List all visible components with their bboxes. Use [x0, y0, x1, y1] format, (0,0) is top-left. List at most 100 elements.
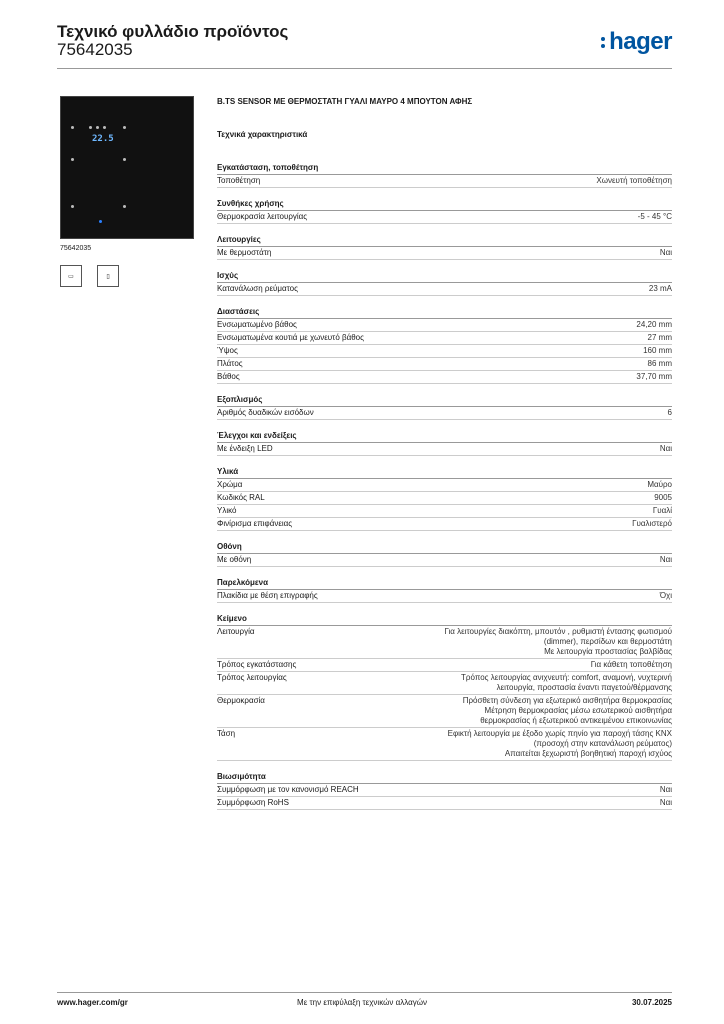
- spec-value: Ναι: [659, 444, 672, 453]
- spec-row: Ενσωματωμένο βάθος 24,20 mm: [217, 319, 672, 332]
- spec-label: Τρόπος εγκατάστασης: [217, 660, 297, 669]
- spec-row: Χρώμα Μαύρο: [217, 479, 672, 492]
- spec-value: 86 mm: [647, 359, 672, 368]
- spec-row: Με οθόνη Ναι: [217, 554, 672, 567]
- spec-label: Θερμοκρασία λειτουργίας: [217, 212, 308, 221]
- spec-value: 24,20 mm: [636, 320, 672, 329]
- spec-label: Συμμόρφωση RoHS: [217, 798, 289, 807]
- spec-value: 6: [667, 408, 672, 417]
- spec-content: B.TS SENSOR ΜΕ ΘΕΡΜΟΣΤΑΤΗ ΓΥΑΛΙ ΜΑΥΡΟ 4 …: [217, 92, 672, 810]
- spec-row: Με ένδειξη LED Ναι: [217, 443, 672, 456]
- spec-value: Χωνευτή τοποθέτηση: [596, 176, 672, 185]
- spec-label: Υλικό: [217, 506, 237, 515]
- spec-label: Κατανάλωση ρεύματος: [217, 284, 298, 293]
- section-title: Εγκατάσταση, τοποθέτηση: [217, 161, 672, 175]
- spec-row: Τρόπος εγκατάστασης Για κάθετη τοποθέτηση: [217, 659, 672, 672]
- spec-value: 160 mm: [643, 346, 672, 355]
- spec-value: Εφικτή λειτουργία με έξοδο χωρίς πηνίο γ…: [447, 729, 672, 758]
- spec-value: Για κάθετη τοποθέτηση: [590, 660, 672, 669]
- document-title: Τεχνικό φυλλάδιο προϊόντος: [57, 22, 289, 41]
- spec-label: Πλακίδια με θέση επιγραφής: [217, 591, 318, 600]
- install-icon: ▭: [60, 265, 82, 287]
- spec-row: Ύψος 160 mm: [217, 345, 672, 358]
- spec-row: Τάση Εφικτή λειτουργία με έξοδο χωρίς πην…: [217, 728, 672, 761]
- footer-note: Με την επιφύλαξη τεχνικών αλλαγών: [297, 998, 427, 1007]
- spec-row: Τρόπος λειτουργίας Τρόπος λειτουργίας ανι…: [217, 672, 672, 695]
- spec-value: Γυαλιστερό: [632, 519, 672, 528]
- spec-row: Πλάτος 86 mm: [217, 358, 672, 371]
- section-title: Λειτουργίες: [217, 233, 672, 247]
- spec-value: Πρόσθετη σύνδεση για εξωτερικό αισθητήρα…: [462, 696, 672, 725]
- spec-label: Με ένδειξη LED: [217, 444, 273, 453]
- spec-row: Κωδικός RAL 9005: [217, 492, 672, 505]
- spec-value: Γυαλί: [652, 506, 672, 515]
- spec-value: -5 - 45 °C: [637, 212, 672, 221]
- spec-label: Τρόπος λειτουργίας: [217, 673, 287, 682]
- spec-row: Βάθος 37,70 mm: [217, 371, 672, 384]
- spec-value: 23 mA: [648, 284, 672, 293]
- spec-value: 27 mm: [647, 333, 672, 342]
- spec-row: Με θερμοστάτη Ναι: [217, 247, 672, 260]
- section-title: Υλικά: [217, 465, 672, 479]
- spec-row: Τοποθέτηση Χωνευτή τοποθέτηση: [217, 175, 672, 188]
- spec-value: Όχι: [659, 591, 672, 600]
- product-title: B.TS SENSOR ΜΕ ΘΕΡΜΟΣΤΑΤΗ ΓΥΑΛΙ ΜΑΥΡΟ 4 …: [217, 97, 473, 106]
- section-title: Διαστάσεις: [217, 305, 672, 319]
- header-divider: [57, 68, 672, 69]
- spec-row: Πλακίδια με θέση επιγραφής Όχι: [217, 590, 672, 603]
- spec-label: Αριθμός δυαδικών εισόδων: [217, 408, 314, 417]
- section-title: Κείμενο: [217, 612, 672, 626]
- spec-row: Υλικό Γυαλί: [217, 505, 672, 518]
- spec-label: Φινίρισμα επιφάνειας: [217, 519, 293, 528]
- spec-label: Ύψος: [217, 346, 238, 355]
- spec-value: Ναι: [659, 798, 672, 807]
- spec-label: Με θερμοστάτη: [217, 248, 272, 257]
- spec-label: Βάθος: [217, 372, 240, 381]
- spec-value: Τρόπος λειτουργίας ανιχνευτή: comfort, α…: [461, 673, 672, 692]
- spec-value: 9005: [654, 493, 672, 502]
- logo-text: hager: [609, 28, 672, 55]
- spec-row: Αριθμός δυαδικών εισόδων 6: [217, 407, 672, 420]
- footer-divider: [57, 992, 672, 993]
- section-title: Συνθήκες χρήσης: [217, 197, 672, 211]
- product-image: 22.5: [60, 96, 194, 239]
- spec-label: Τοποθέτηση: [217, 176, 261, 185]
- spec-label: Τάση: [217, 729, 236, 738]
- spec-row: Θερμοκρασία Πρόσθετη σύνδεση για εξωτερικ…: [217, 695, 672, 728]
- section-title: Παρελκόμενα: [217, 576, 672, 590]
- spec-value: Ναι: [659, 555, 672, 564]
- spec-row: Συμμόρφωση RoHS Ναι: [217, 797, 672, 810]
- spec-label: Λειτουργία: [217, 627, 255, 636]
- spec-label: Θερμοκρασία: [217, 696, 265, 705]
- tech-title: Τεχνικά χαρακτηριστικά: [217, 130, 308, 139]
- section-title: Βιωσιμότητα: [217, 770, 672, 784]
- spec-label: Με οθόνη: [217, 555, 252, 564]
- section-title: Ισχύς: [217, 269, 672, 283]
- device-display: 22.5: [92, 134, 114, 144]
- spec-row: Ενσωματωμένα κουτιά με χωνευτό βάθος 27 m…: [217, 332, 672, 345]
- spec-value: Ναι: [659, 785, 672, 794]
- device-icon: ▯: [97, 265, 119, 287]
- spec-label: Πλάτος: [217, 359, 243, 368]
- spec-row: Φινίρισμα επιφάνειας Γυαλιστερό: [217, 518, 672, 531]
- section-title: Εξοπλισμός: [217, 393, 672, 407]
- footer-url[interactable]: www.hager.com/gr: [57, 998, 128, 1007]
- spec-row: Θερμοκρασία λειτουργίας -5 - 45 °C: [217, 211, 672, 224]
- spec-value: Ναι: [659, 248, 672, 257]
- spec-value: 37,70 mm: [636, 372, 672, 381]
- spec-label: Ενσωματωμένο βάθος: [217, 320, 297, 329]
- section-title: Οθόνη: [217, 540, 672, 554]
- spec-label: Χρώμα: [217, 480, 243, 489]
- footer-date: 30.07.2025: [631, 998, 672, 1007]
- spec-value: Μαύρο: [647, 480, 672, 489]
- document-code: 75642035: [57, 40, 133, 59]
- product-image-code: 75642035: [60, 245, 92, 252]
- hager-logo: hager: [601, 28, 672, 56]
- spec-value: Για λειτουργίες διακόπτη, μπουτόν , ρυθμ…: [444, 627, 672, 656]
- spec-row: Κατανάλωση ρεύματος 23 mA: [217, 283, 672, 296]
- spec-row: Λειτουργία Για λειτουργίες διακόπτη, μπου…: [217, 626, 672, 659]
- spec-label: Κωδικός RAL: [217, 493, 265, 502]
- spec-label: Ενσωματωμένα κουτιά με χωνευτό βάθος: [217, 333, 364, 342]
